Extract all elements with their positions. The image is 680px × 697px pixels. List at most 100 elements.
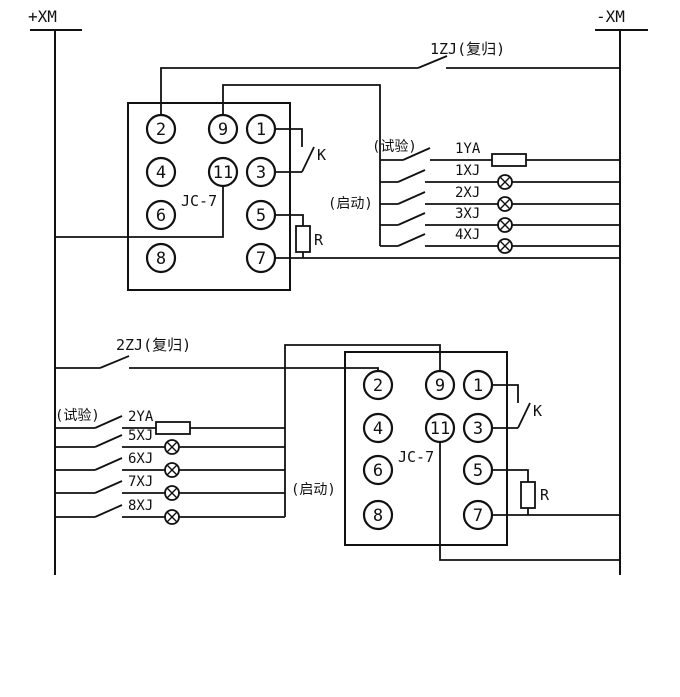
wire-t5-to-resistor-top: [275, 214, 304, 226]
wire-t1b-to-contact-k-bottom: [492, 384, 519, 403]
relay-top-terminal-11-number: 11: [213, 163, 233, 183]
lamp-8xj-cross-2: [166, 511, 178, 523]
contact-6xj-blade: [94, 457, 123, 471]
relay-top-terminal-2-number: 2: [156, 120, 166, 140]
relay-top-terminal-4: [145, 156, 177, 188]
relay-top-terminal-8-number: 8: [156, 249, 166, 269]
relay-top-terminal-6: [145, 199, 177, 231]
contact-3xj-blade: [397, 212, 426, 226]
wire-t11b-to-minus-bus: [439, 442, 620, 561]
relay-top-terminal-7-number: 7: [256, 249, 266, 269]
resistor-2ya: [155, 421, 191, 435]
branch-label-8xj: 8XJ: [128, 498, 153, 514]
start-label-top: (启动): [328, 196, 373, 212]
relay-bottom-outline: [344, 351, 508, 546]
contact-k-bottom-blade: [517, 402, 531, 429]
branch-label-1ya: 1YA: [455, 141, 481, 157]
contact-k-label-bottom: K: [533, 402, 542, 420]
test-switch-bottom-blade: [94, 415, 123, 429]
relay-bottom-terminal-2: [362, 369, 394, 401]
resistor-1ya: [491, 153, 527, 167]
wire-t9-to-start-common-top: [222, 84, 381, 246]
minus-bus-label: -XM: [596, 7, 625, 26]
contact-4xj-blade: [397, 233, 426, 247]
relay-bottom-terminal-1: [462, 369, 494, 401]
contact-k-top-blade: [301, 146, 315, 173]
relay-bottom-terminal-2-number: 2: [373, 376, 383, 396]
contact-5xj-blade: [94, 434, 123, 448]
relay-top-terminal-11: [207, 156, 239, 188]
resistor-r-bottom: [520, 481, 536, 509]
relay-top-label: JC-7: [181, 192, 217, 210]
reset-switch-2-blade: [99, 355, 130, 369]
lamp-1xj-cross-2: [499, 176, 511, 188]
contact-8xj-blade: [94, 504, 123, 518]
lamp-4xj-cross-2: [499, 240, 511, 252]
relay-bottom-terminal-6: [362, 454, 394, 486]
relay-bottom-terminal-3-number: 3: [473, 419, 483, 439]
plus-bus-label: +XM: [28, 7, 57, 26]
relay-bottom-terminal-1-number: 1: [473, 376, 483, 396]
test-label-bottom: (试验): [55, 408, 100, 424]
lamp-7xj-cross-2: [166, 487, 178, 499]
lamp-6xj-cross-2: [166, 464, 178, 476]
relay-top-outline: [127, 102, 291, 291]
branch-label-7xj: 7XJ: [128, 474, 153, 490]
relay-top-terminal-9-number: 9: [218, 120, 228, 140]
relay-bottom-terminal-7-number: 7: [473, 506, 483, 526]
branch-label-5xj: 5XJ: [128, 428, 153, 444]
wire-t9b-to-start-common-bot: [284, 344, 441, 517]
relay-top-terminal-5-number: 5: [256, 206, 266, 226]
relay-bottom-terminal-3: [462, 412, 494, 444]
relay-bottom-terminal-4: [362, 412, 394, 444]
wire-t1-to-contact-k-top: [275, 128, 303, 147]
relay-top-terminal-4-number: 4: [156, 163, 166, 183]
test-label-top: (试验): [372, 139, 417, 155]
relay-top-terminal-7: [245, 242, 277, 274]
branch-label-2xj: 2XJ: [455, 185, 480, 201]
relay-bottom-terminal-9: [424, 369, 456, 401]
branch-label-6xj: 6XJ: [128, 451, 153, 467]
branch-label-3xj: 3XJ: [455, 206, 480, 222]
relay-top-terminal-8: [145, 242, 177, 274]
contact-1xj-blade: [397, 169, 426, 183]
contact-2xj-blade: [397, 191, 426, 205]
lamp-2xj-cross-2: [499, 198, 511, 210]
relay-top-terminal-6-number: 6: [156, 206, 166, 226]
wire-t11-to-plus-bus: [55, 186, 224, 238]
relay-bottom-terminal-11: [424, 412, 456, 444]
resistor-r-label-top: R: [314, 231, 324, 249]
relay-bottom-terminal-5-number: 5: [473, 461, 483, 481]
relay-top-terminal-1-number: 1: [256, 120, 266, 140]
reset-switch-1-label: 1ZJ(复归): [430, 40, 505, 58]
lamp-3xj-cross-2: [499, 219, 511, 231]
reset-switch-1-blade: [417, 55, 448, 69]
contact-k-label-top: K: [317, 146, 326, 164]
relay-bottom-terminal-8-number: 8: [373, 506, 383, 526]
test-switch-top-blade: [402, 147, 431, 161]
relay-top-terminal-1: [245, 113, 277, 145]
relay-bottom-terminal-9-number: 9: [435, 376, 445, 396]
start-label-bottom: (启动): [291, 482, 336, 498]
relay-bottom-terminal-6-number: 6: [373, 461, 383, 481]
relay-top-terminal-5: [245, 199, 277, 231]
branch-label-1xj: 1XJ: [455, 163, 480, 179]
reset-switch-2-label: 2ZJ(复归): [116, 336, 191, 354]
relay-bottom-terminal-11-number: 11: [430, 419, 450, 439]
contact-7xj-blade: [94, 480, 123, 494]
lamp-5xj-cross-2: [166, 441, 178, 453]
resistor-r-top: [295, 225, 311, 253]
relay-top-terminal-3-number: 3: [256, 163, 266, 183]
relay-top-terminal-3: [245, 156, 277, 188]
wire-t5b-to-resistor-bottom: [492, 469, 529, 482]
resistor-r-label-bottom: R: [540, 486, 550, 504]
relay-bottom-terminal-8: [362, 499, 394, 531]
branch-label-2ya: 2YA: [128, 409, 154, 425]
relay-bottom-terminal-7: [462, 499, 494, 531]
relay-top-terminal-9: [207, 113, 239, 145]
wire-t2-to-reset1-switch: [160, 67, 418, 115]
relay-bottom-terminal-4-number: 4: [373, 419, 383, 439]
relay-bottom-label: JC-7: [398, 448, 434, 466]
